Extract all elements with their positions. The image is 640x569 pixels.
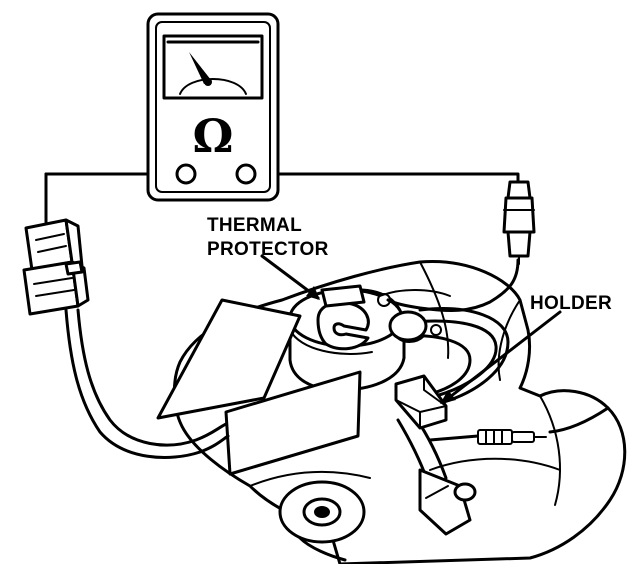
meter-wires [44, 172, 520, 184]
ohmmeter [146, 12, 280, 202]
thermal-protector [288, 284, 451, 392]
thermal-protector-label-line2: PROTECTOR [207, 239, 329, 260]
holder-label: HOLDER [530, 293, 613, 314]
label-leaders [260, 254, 562, 404]
paper-sheets [156, 298, 362, 476]
harness-lead [396, 416, 477, 536]
holder-leader [444, 310, 562, 402]
right-probe [386, 180, 536, 312]
thermal-protector-label-line1: THERMAL [207, 215, 302, 236]
ohm-symbol: Ω [193, 109, 234, 163]
left-test-lead [44, 172, 230, 459]
thermal-protector-leader [260, 254, 320, 300]
left-connector-plug [22, 218, 90, 316]
terminal-connector [428, 429, 547, 445]
